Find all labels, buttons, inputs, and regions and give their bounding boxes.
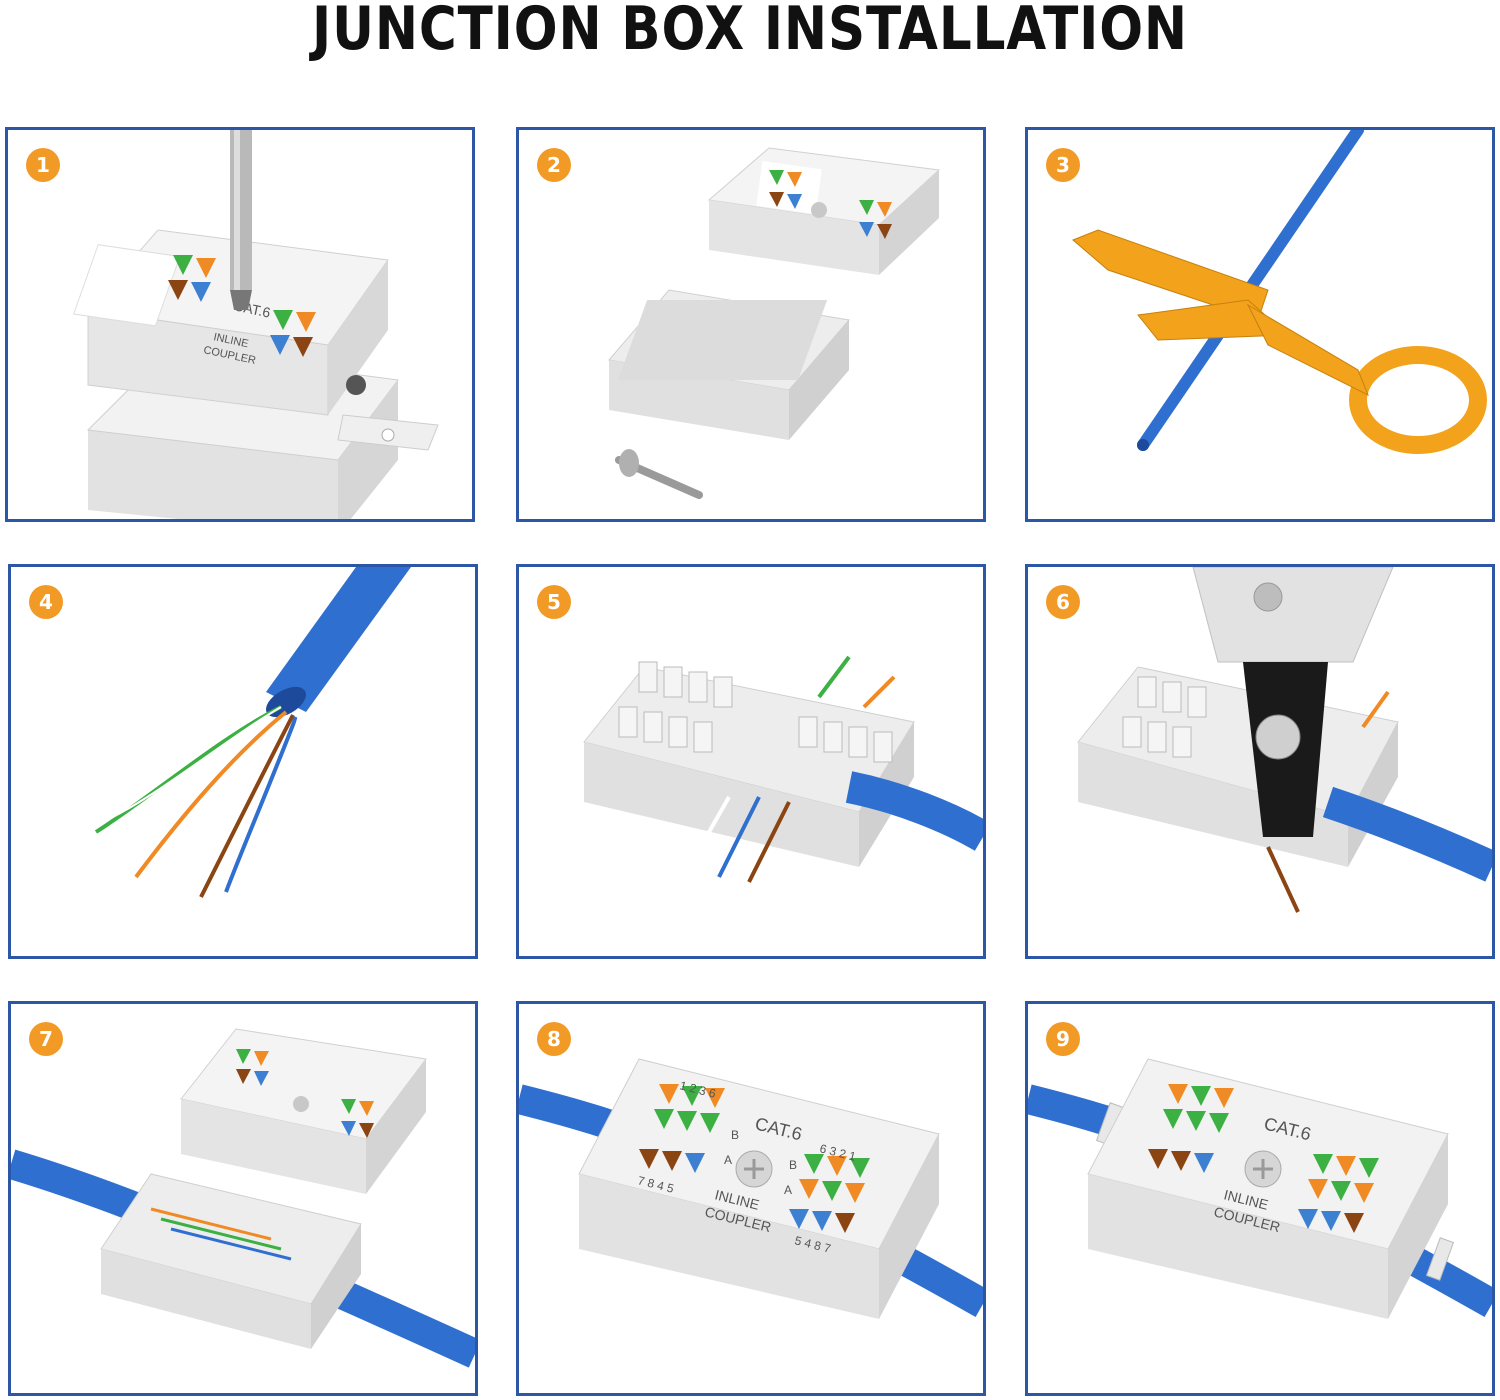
step-5-panel: 5 xyxy=(516,564,986,959)
closed-box-screwdriver-illustration: CAT.6 INLINE COUPLER xyxy=(73,130,439,519)
b-label-left: B xyxy=(731,1128,739,1142)
step-3-panel: 3 xyxy=(1025,127,1495,522)
open-box-screw-illustration xyxy=(608,147,941,499)
step-2-panel: 2 xyxy=(516,127,986,522)
a-label-right: A xyxy=(784,1183,792,1197)
b-label-right: B xyxy=(789,1158,797,1172)
stripper-tool-illustration xyxy=(1072,130,1487,454)
step-9-panel: 9 CAT.6 INLINE COUPLER xyxy=(1025,1001,1495,1396)
closed-box-with-cables-illustration: CAT.6 INLINE COUPLER 1 2 3 6 7 8 4 5 6 3… xyxy=(519,1058,983,1319)
step-badge: 9 xyxy=(1046,1022,1080,1056)
step-badge: 8 xyxy=(537,1022,571,1056)
step-8-panel: 8 CAT.6 INLINE COUPLER 1 2 3 6 7 8 4 5 6… xyxy=(516,1001,986,1396)
wires-into-slots-illustration xyxy=(583,655,983,883)
step-badge: 1 xyxy=(26,148,60,182)
a-label-left: A xyxy=(724,1153,732,1167)
stripped-cable-illustration xyxy=(94,567,411,898)
step-badge: 4 xyxy=(29,585,63,619)
page-title: JUNCTION BOX INSTALLATION xyxy=(312,0,1188,64)
punch-down-tool-illustration xyxy=(1077,567,1492,913)
step-badge: 3 xyxy=(1046,148,1080,182)
step-4-panel: 4 xyxy=(8,564,478,959)
step-7-panel: 7 xyxy=(8,1001,478,1396)
step-6-panel: 6 xyxy=(1025,564,1495,959)
wired-box-with-cover-illustration xyxy=(11,1028,475,1368)
step-badge: 7 xyxy=(29,1022,63,1056)
step-1-panel: 1 CAT.6 INLINE COUPLER xyxy=(5,127,475,522)
step-badge: 2 xyxy=(537,148,571,182)
step-badge: 6 xyxy=(1046,585,1080,619)
finished-box-with-cable-ties-illustration: CAT.6 INLINE COUPLER xyxy=(1028,1058,1492,1319)
step-badge: 5 xyxy=(537,585,571,619)
